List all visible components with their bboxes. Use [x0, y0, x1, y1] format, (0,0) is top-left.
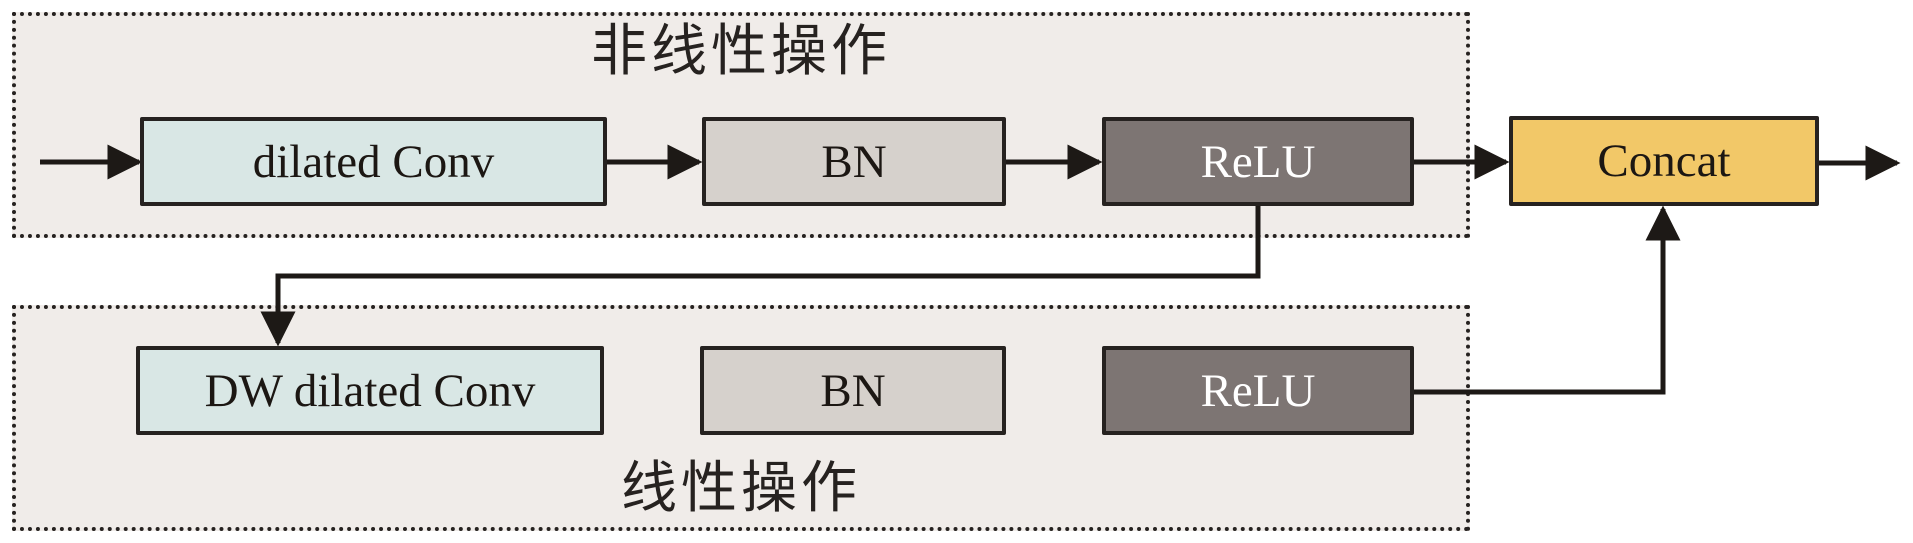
node-bn-bottom: BN [700, 346, 1006, 435]
node-bn-bottom-label: BN [820, 364, 886, 417]
node-relu-top-label: ReLU [1200, 135, 1316, 188]
node-dw-dilated-conv-label: DW dilated Conv [204, 364, 536, 417]
node-relu-bottom-label: ReLU [1200, 364, 1316, 417]
node-dw-dilated-conv: DW dilated Conv [136, 346, 604, 435]
node-dilated-conv: dilated Conv [140, 117, 607, 206]
node-relu-top: ReLU [1102, 117, 1414, 206]
node-relu-bottom: ReLU [1102, 346, 1414, 435]
node-bn-top-label: BN [821, 135, 887, 188]
node-dilated-conv-label: dilated Conv [252, 135, 495, 188]
node-concat-label: Concat [1597, 135, 1731, 187]
node-concat: Concat [1509, 116, 1819, 206]
linear-group-title: 线性操作 [621, 458, 861, 520]
nonlinear-group-title: 非线性操作 [591, 21, 891, 83]
node-bn-top: BN [702, 117, 1006, 206]
